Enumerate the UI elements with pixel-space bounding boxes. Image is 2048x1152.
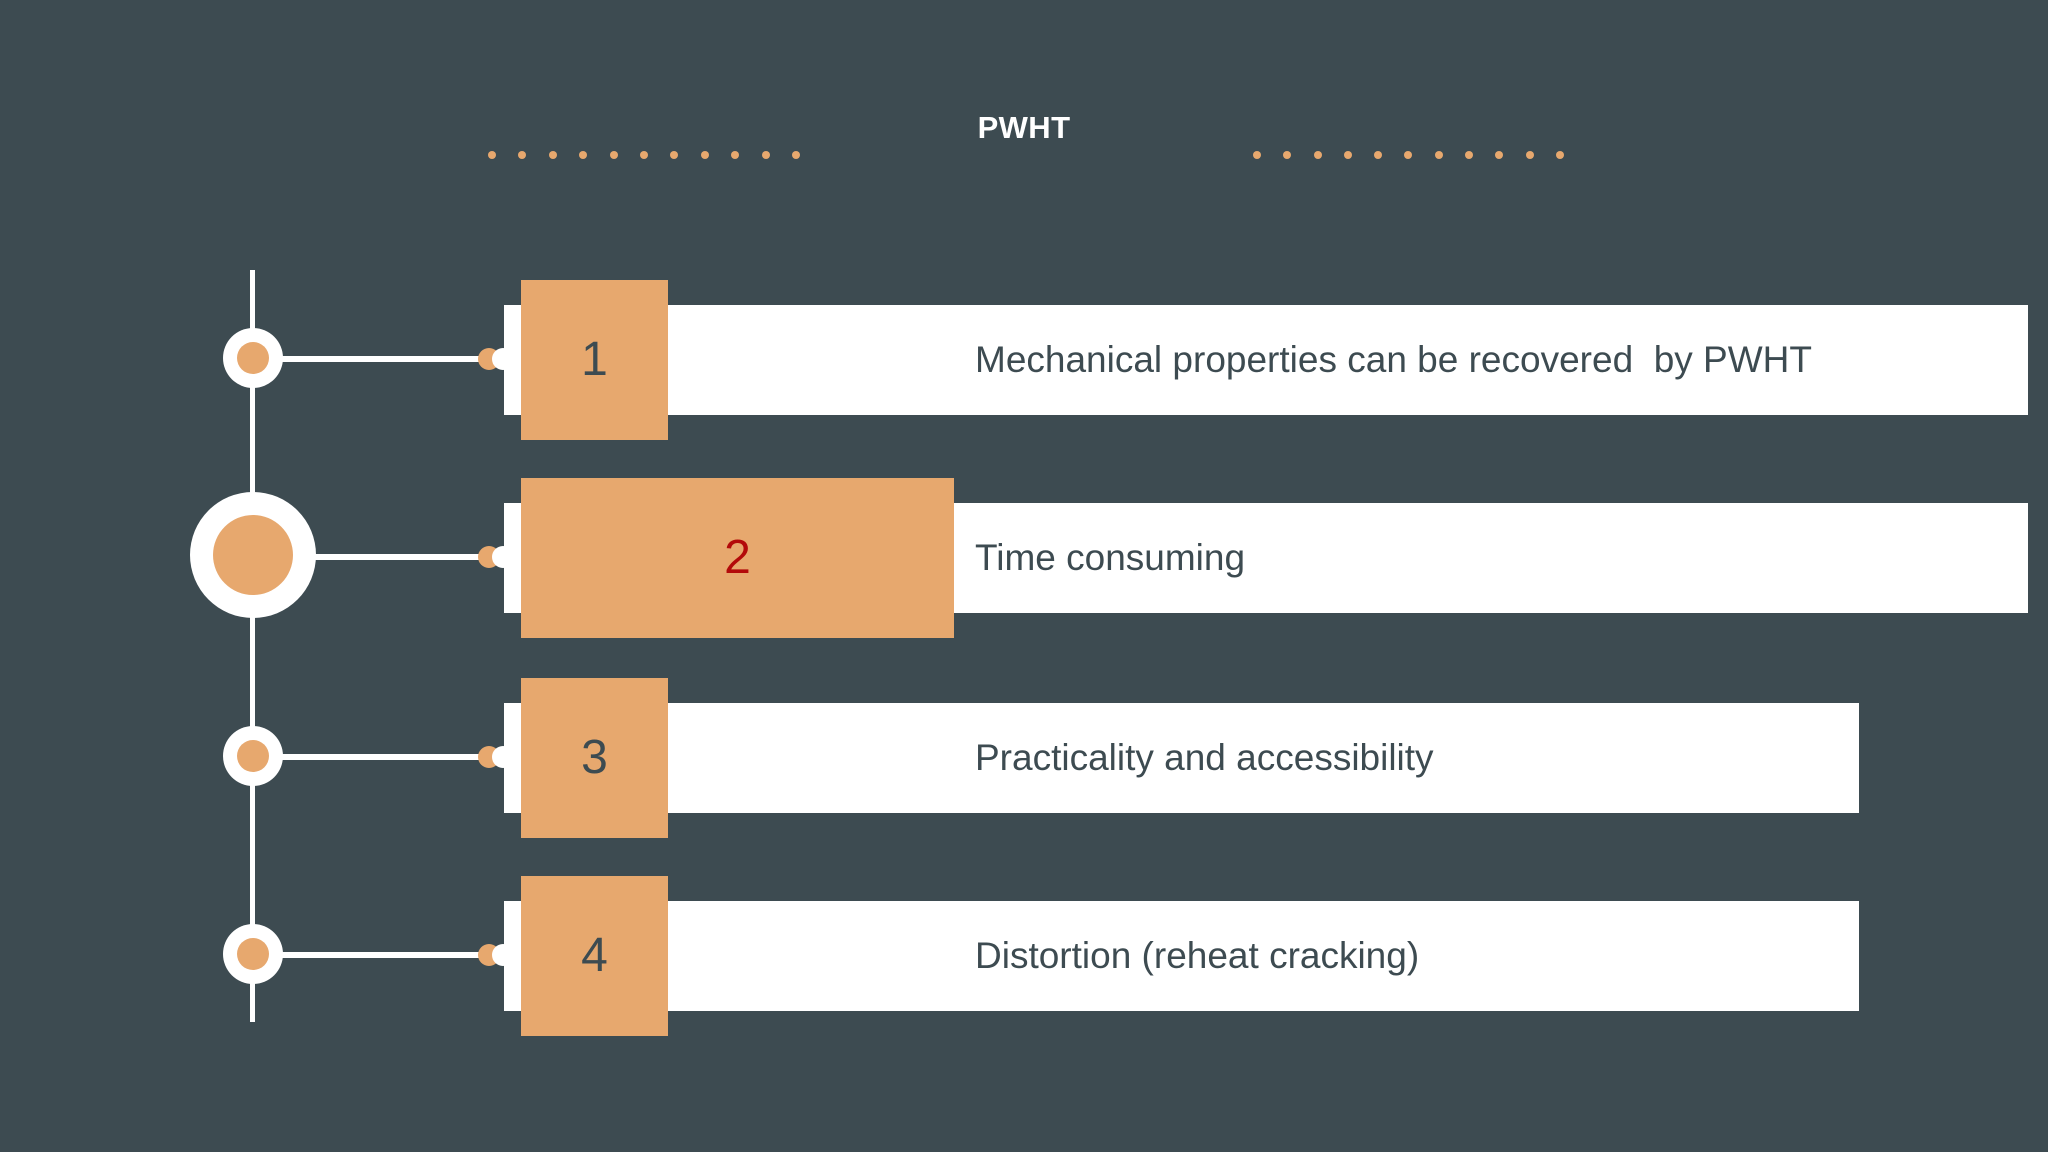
connector-dot-white <box>492 546 514 568</box>
rule-dot <box>791 151 800 159</box>
timeline-spine <box>250 270 255 1022</box>
timeline-node-marker-active[interactable] <box>190 492 316 618</box>
row-label: Practicality and accessibility <box>975 736 1434 778</box>
connector-dot-white <box>492 944 514 966</box>
rule-dot <box>1283 151 1292 159</box>
row-number: 1 <box>581 333 608 386</box>
node-core <box>237 342 269 374</box>
node-core <box>213 515 293 595</box>
timeline-node-marker[interactable] <box>223 726 283 786</box>
rule-dot <box>670 151 679 159</box>
rule-dot <box>579 151 588 159</box>
rule-dot <box>1525 151 1534 159</box>
row-bar <box>504 901 1859 1011</box>
rule-dot <box>1313 151 1322 159</box>
rule-dot <box>1253 151 1261 159</box>
row-bar <box>504 305 2028 415</box>
node-core <box>237 740 269 772</box>
timeline-row[interactable]: 1 Mechanical properties can be recovered… <box>0 280 2048 440</box>
row-number-chip: 1 <box>521 280 668 440</box>
row-number: 3 <box>581 731 608 784</box>
page-title: PWHT <box>977 110 1071 145</box>
row-label: Mechanical properties can be recovered b… <box>975 338 1812 380</box>
rule-dot <box>1495 151 1504 159</box>
row-connector-line <box>253 952 490 958</box>
rule-dot <box>548 151 557 159</box>
connector-dot-white <box>492 746 514 768</box>
rule-dot <box>761 151 770 159</box>
node-core <box>237 938 269 970</box>
row-number-chip: 2 <box>521 478 954 638</box>
rule-dot <box>518 151 527 159</box>
rule-dot <box>1374 151 1383 159</box>
rule-dot <box>609 151 618 159</box>
row-connector-line <box>253 754 490 760</box>
rule-dot <box>731 151 740 159</box>
rule-dot <box>700 151 709 159</box>
connector-dot-white <box>492 348 514 370</box>
header-dotted-rule-left <box>488 150 800 160</box>
rule-dot <box>1404 151 1413 159</box>
row-connector-line <box>253 356 490 362</box>
row-label: Distortion (reheat cracking) <box>975 934 1420 976</box>
timeline-node-marker[interactable] <box>223 924 283 984</box>
row-number-chip: 3 <box>521 678 668 838</box>
timeline-node-marker[interactable] <box>223 328 283 388</box>
header-dotted-rule-right <box>1253 150 1564 160</box>
slide-header: PWHT <box>0 108 2048 188</box>
rule-dot <box>1434 151 1443 159</box>
row-number-chip: 4 <box>521 876 668 1036</box>
timeline-row[interactable]: 3 Practicality and accessibility <box>0 678 2048 838</box>
rule-dot <box>488 151 496 159</box>
row-connector-line <box>253 554 490 560</box>
timeline-row[interactable]: 4 Distortion (reheat cracking) <box>0 876 2048 1036</box>
rule-dot <box>639 151 648 159</box>
timeline-row-active[interactable]: 2 Time consuming <box>0 478 2048 638</box>
row-number: 2 <box>724 531 751 584</box>
rule-dot <box>1465 151 1474 159</box>
row-label: Time consuming <box>975 536 1246 578</box>
rule-dot <box>1555 151 1564 159</box>
row-bar <box>504 703 1859 813</box>
rule-dot <box>1343 151 1352 159</box>
row-number: 4 <box>581 929 608 982</box>
